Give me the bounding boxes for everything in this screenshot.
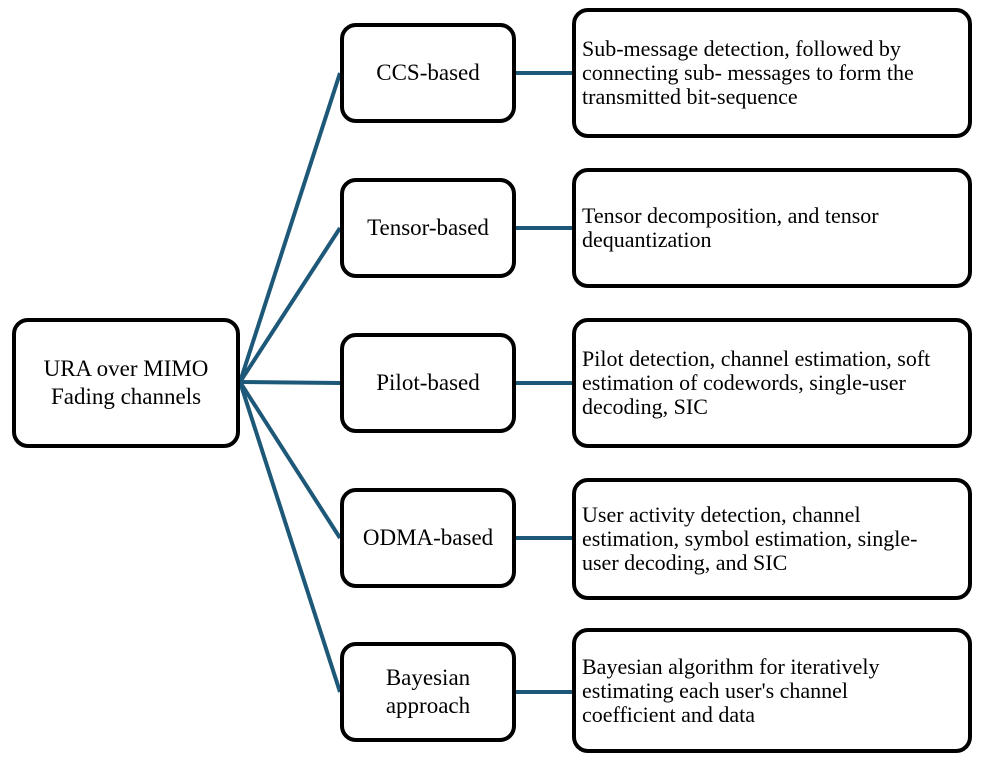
method-label: CCS-based — [376, 60, 480, 85]
description-node-ccs: Sub-message detection, followed by conne… — [572, 8, 972, 138]
connector-root-odma — [238, 380, 342, 540]
description-node-pilot: Pilot detection, channel estimation, sof… — [572, 318, 972, 448]
method-node-pilot: Pilot-based — [340, 333, 516, 433]
connector-root-ccs — [238, 72, 342, 383]
description-node-odma: User activity detection, channel estimat… — [572, 478, 972, 600]
connector-root-bayesian — [238, 381, 342, 693]
method-node-bayesian: Bayesian approach — [340, 642, 516, 742]
description-text: Sub-message detection, followed by conne… — [582, 36, 914, 109]
connector-root-tensor — [238, 226, 342, 384]
description-text: User activity detection, channel estimat… — [582, 502, 918, 575]
description-node-bayesian: Bayesian algorithm for iteratively estim… — [572, 628, 972, 753]
method-label: Pilot-based — [376, 370, 480, 395]
root-label: URA over MIMO Fading channels — [43, 356, 209, 409]
method-node-odma: ODMA-based — [340, 488, 516, 588]
description-text: Bayesian algorithm for iteratively estim… — [582, 653, 880, 727]
method-label: Bayesian approach — [385, 665, 471, 718]
method-label: Tensor-based — [367, 215, 489, 240]
method-node-tensor: Tensor-based — [340, 178, 516, 278]
root-node: URA over MIMO Fading channels — [12, 318, 240, 448]
description-node-tensor: Tensor decomposition, and tensor dequant… — [572, 168, 972, 288]
method-label: ODMA-based — [362, 525, 494, 550]
method-node-ccs: CCS-based — [340, 23, 516, 123]
connector-root-pilot — [239, 380, 341, 385]
description-text: Pilot detection, channel estimation, sof… — [582, 346, 931, 419]
description-text: Tensor decomposition, and tensor dequant… — [582, 203, 879, 252]
